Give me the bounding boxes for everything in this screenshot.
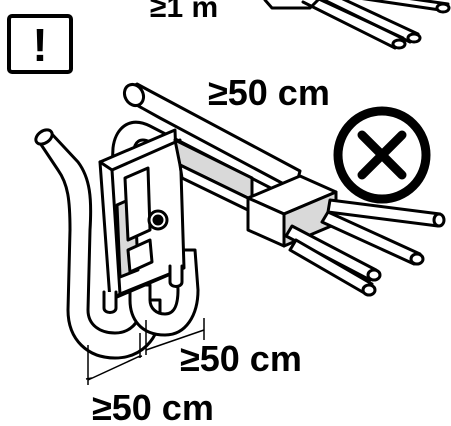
exclamation-icon: ! [7,14,73,74]
top-pipe-assembly [263,0,451,50]
bottom-left-clearance-label: ≥50 cm [92,387,214,426]
top-distance-label: ≥1 m [150,0,218,24]
ventilation-unit-assembly [34,82,446,360]
bottom-right-clearance-label: ≥50 cm [180,338,302,379]
top-clearance-label: ≥50 cm [208,72,330,113]
prohibited-x-icon [333,106,431,204]
dimension-lines [85,318,205,385]
warning-symbol: ! [32,19,47,71]
